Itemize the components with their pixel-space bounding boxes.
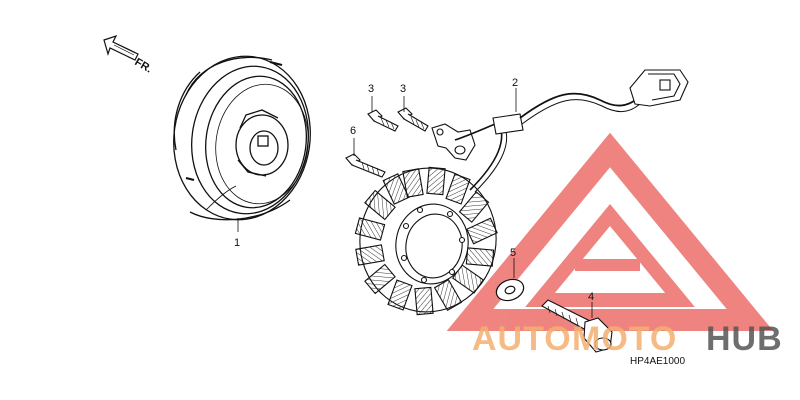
bolt-part-6 [345,153,386,178]
watermark-logo [446,132,774,331]
callout-5: 5 [510,247,516,259]
watermark-wordmark: AUTO MOTO HUB [472,320,783,358]
callout-6: 6 [350,125,356,137]
callout-1: 1 [234,237,240,249]
leader-lines [237,88,593,318]
direction-label: FR. [133,56,154,75]
bolt-part-3a [367,109,399,132]
callout-2: 2 [512,77,518,89]
washer-part-5 [495,278,525,302]
callout-3a: 3 [368,83,374,95]
watermark-word-moto: MOTO [572,320,677,358]
drawing-code: HP4AE1000 [630,356,685,367]
callout-3b: 3 [400,83,406,95]
flywheel-bolt-part-4 [541,299,613,353]
watermark-word-hub: HUB [706,320,783,358]
watermark-word-auto: AUTO [472,320,572,358]
pulse-generator-part [431,123,476,161]
stator-part [354,69,689,316]
bolt-part-3b [397,107,429,132]
flywheel-part [173,55,311,221]
front-direction-arrow-icon [103,34,139,61]
callout-4: 4 [588,291,594,303]
